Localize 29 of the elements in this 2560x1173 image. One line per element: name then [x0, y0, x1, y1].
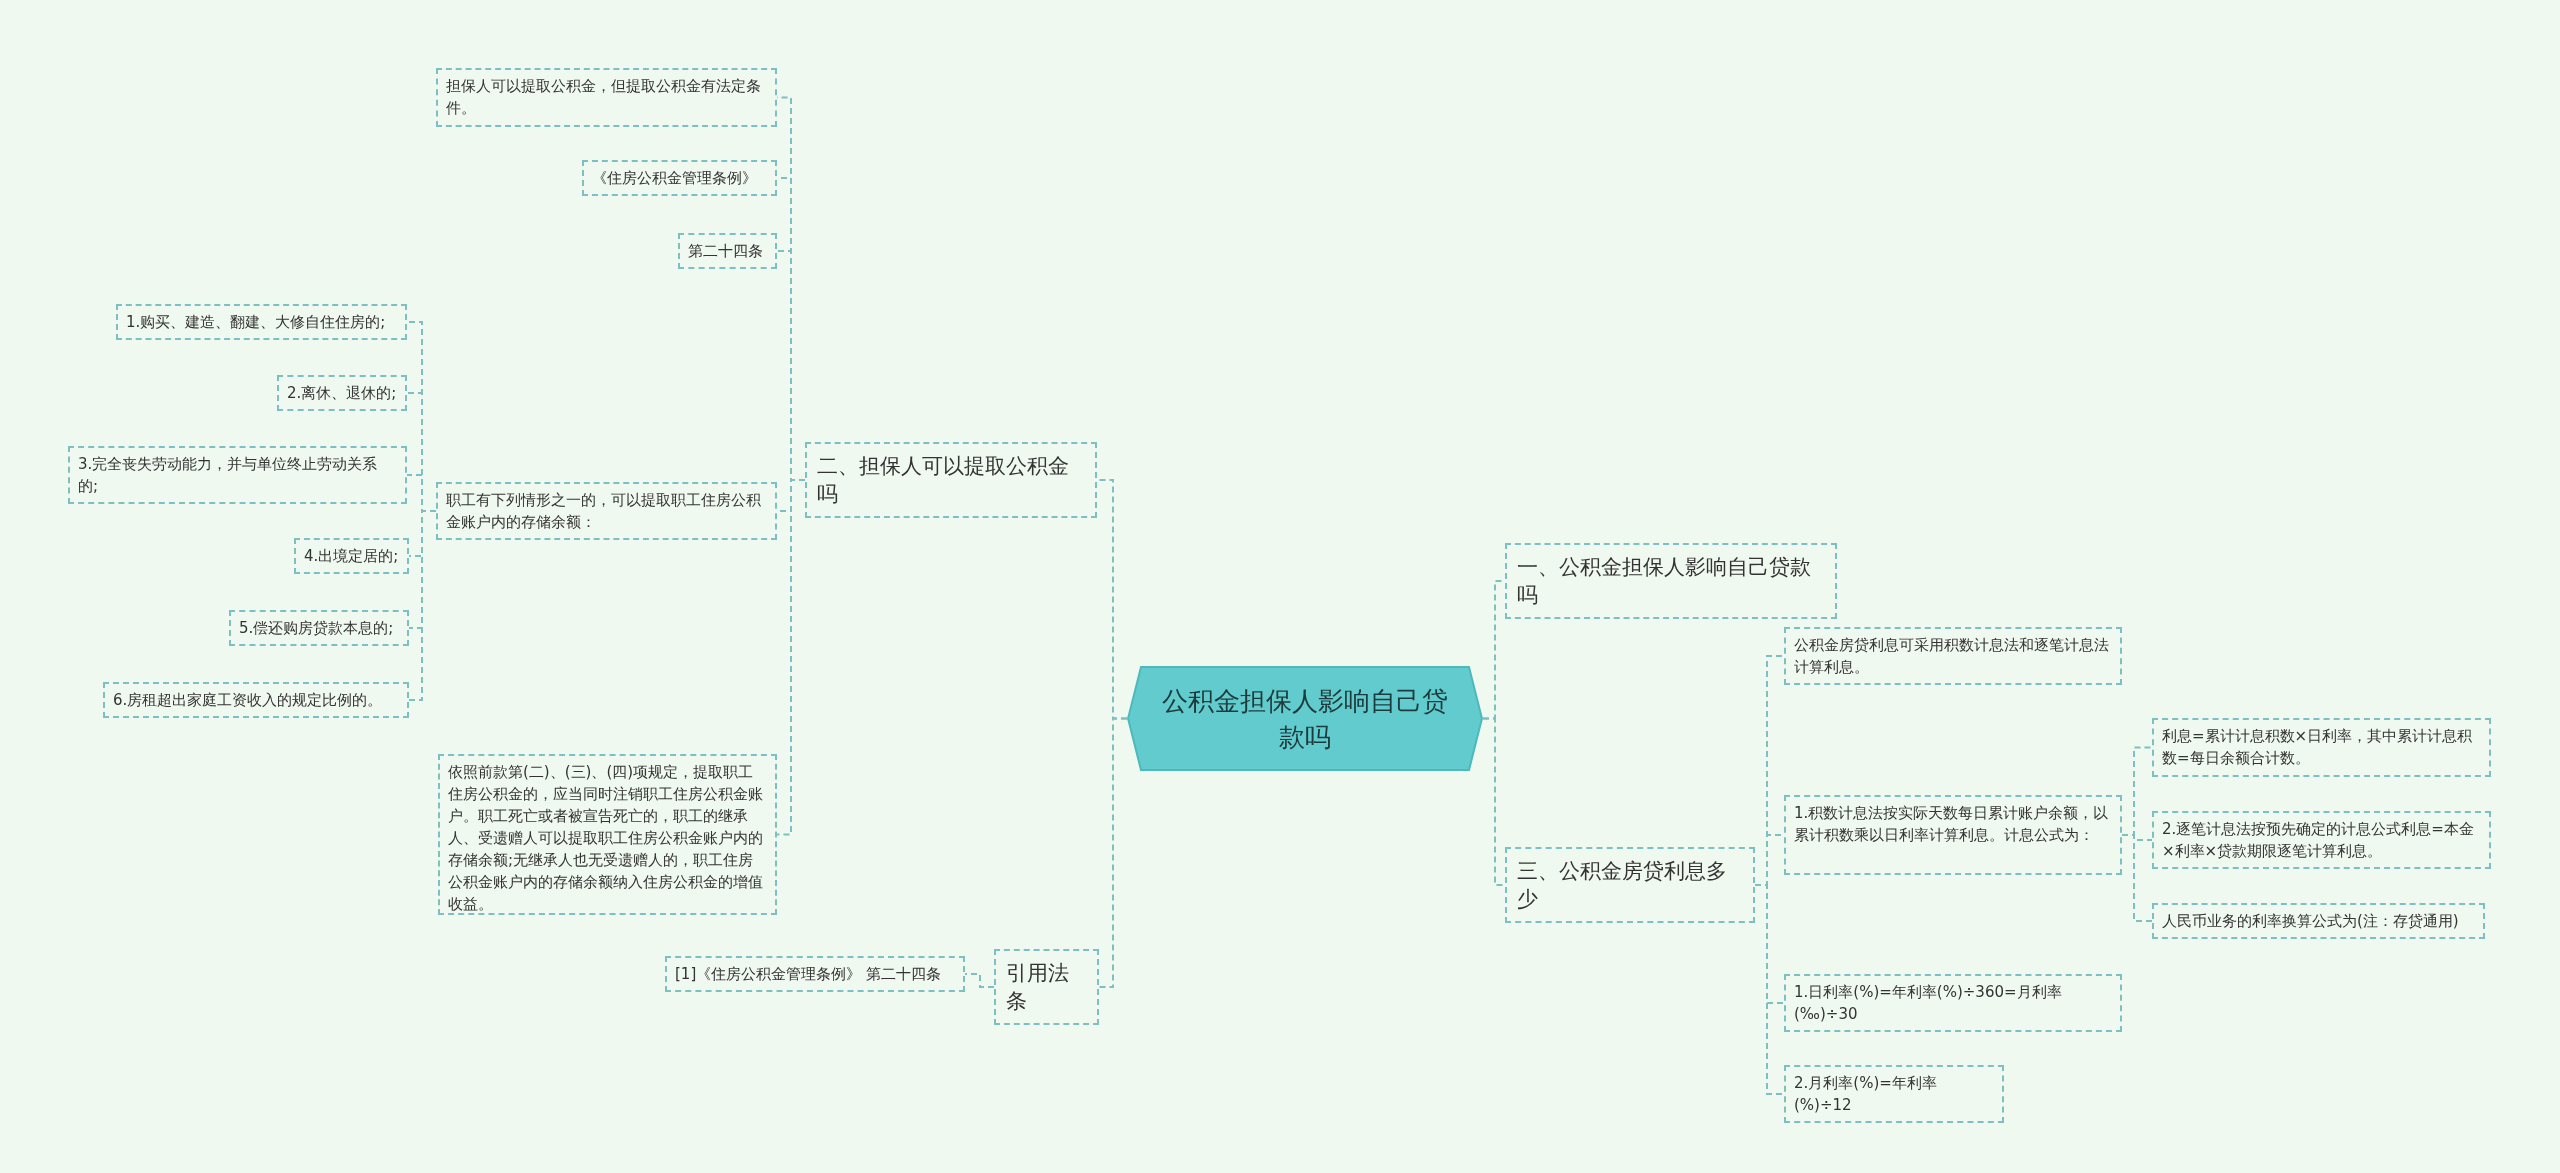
note-box: 依照前款第(二)、(三)、(四)项规定，提取职工住房公积金的，应当同时注销职工住房公积金账户。职工死亡或者被宣告死亡的，职工的继承人、受遗赠人可以提取职工住房公积金账户内的存储余额;无继承人也无受遗赠人的，职工住房公积金账户内的存储余额纳入住房公积金的增值收益。: [438, 754, 777, 915]
connector-line: [1482, 717, 1506, 886]
note-box: 担保人可以提取公积金，但提取公积金有法定条件。: [436, 68, 777, 127]
topic-box: 引用法条: [994, 949, 1099, 1025]
connector-line: [1098, 717, 1128, 988]
note-box: 第二十四条: [678, 233, 777, 269]
note-box: 公积金房贷利息可采用积数计息法和逐笔计息法计算利息。: [1784, 627, 2122, 685]
note-box: 职工有下列情形之一的，可以提取职工住房公积金账户内的存储余额：: [436, 482, 777, 540]
topic-box: 一、公积金担保人影响自己贷款吗: [1505, 543, 1837, 619]
note-box: 利息=累计计息积数×日利率，其中累计计息积数=每日余额合计数。: [2152, 718, 2491, 777]
connector-line: [1754, 884, 1785, 1095]
note-box: 4.出境定居的;: [294, 538, 409, 574]
note-box: [1]《住房公积金管理条例》 第二十四条: [665, 956, 965, 992]
note-box: 3.完全丧失劳动能力，并与单位终止劳动关系的;: [68, 446, 407, 504]
note-box: 《住房公积金管理条例》: [582, 160, 777, 196]
topic-box: 二、担保人可以提取公积金吗: [805, 442, 1097, 518]
note-box: 2.逐笔计息法按预先确定的计息公式利息=本金×利率×贷款期限逐笔计算利息。: [2152, 811, 2491, 869]
note-box: 5.偿还购房贷款本息的;: [229, 610, 409, 646]
note-box: 2.月利率(%)=年利率(%)÷12: [1784, 1065, 2004, 1123]
note-box: 人民币业务的利率换算公式为(注：存贷通用): [2152, 903, 2485, 939]
topic-box: 三、公积金房贷利息多少: [1505, 847, 1755, 923]
note-box: 1.积数计息法按实际天数每日累计账户余额，以累计积数乘以日利率计算利息。计息公式为：: [1784, 795, 2122, 875]
note-box: 1.购买、建造、翻建、大修自住住房的;: [116, 304, 407, 340]
note-box: 6.房租超出家庭工资收入的规定比例的。: [103, 682, 409, 718]
connector-line: [2121, 834, 2153, 922]
note-box: 2.离休、退休的;: [277, 375, 407, 411]
central-topic-hexagon: 公积金担保人影响自己贷款吗: [1127, 666, 1483, 771]
connector-line: [408, 510, 437, 701]
note-box: 1.日利率(%)=年利率(%)÷360=月利率(‰)÷30: [1784, 974, 2122, 1032]
